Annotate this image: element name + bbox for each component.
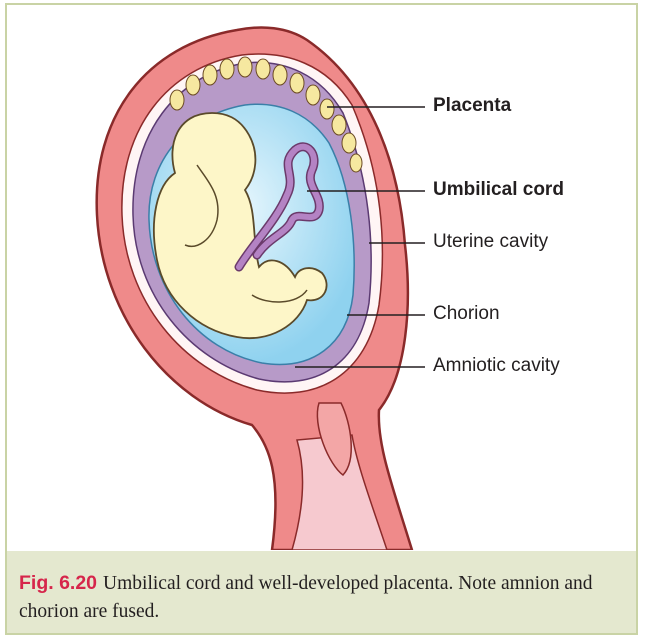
label-placenta: Placenta bbox=[433, 95, 511, 117]
diagram-illustration bbox=[7, 5, 636, 550]
uterus-diagram: Placenta Umbilical cord Uterine cavity C… bbox=[7, 5, 636, 550]
caption-text: Umbilical cord and well-developed placen… bbox=[19, 573, 593, 622]
label-chorion: Chorion bbox=[433, 303, 500, 325]
figure-number: Fig. 6.20 bbox=[19, 572, 97, 594]
figure-frame: Placenta Umbilical cord Uterine cavity C… bbox=[5, 3, 638, 635]
label-uterine-cavity: Uterine cavity bbox=[433, 231, 548, 253]
label-umbilical-cord: Umbilical cord bbox=[433, 179, 564, 201]
label-amniotic-cavity: Amniotic cavity bbox=[433, 355, 560, 377]
